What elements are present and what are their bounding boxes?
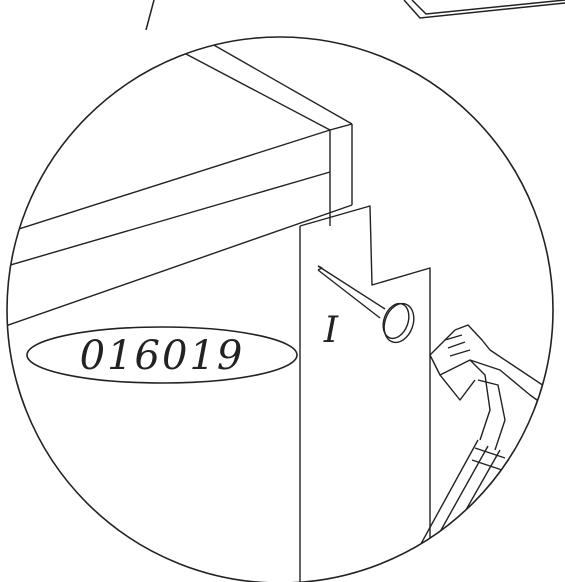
leader-line	[145, 0, 155, 31]
detail-magnifier-circle	[6, 36, 554, 582]
nail-icon	[317, 265, 415, 344]
cabinet-top-board	[7, 37, 353, 329]
part-letter-label: I	[323, 310, 339, 351]
part-code-label: 016019	[80, 333, 245, 379]
part-code-badge: 016019	[26, 326, 298, 384]
hammer-icon	[399, 324, 553, 582]
adjacent-panel-corner	[403, 0, 565, 19]
side-panel	[299, 205, 431, 582]
